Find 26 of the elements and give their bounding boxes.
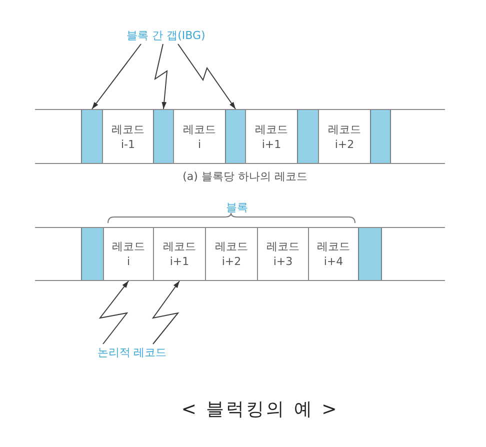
record-label: 레코드 i	[112, 239, 145, 269]
leader-arrow	[154, 44, 168, 110]
gap-bar	[81, 110, 103, 163]
record-label: 레코드 i+2	[215, 239, 248, 269]
record-label: 레코드 i+3	[266, 239, 300, 269]
callout-text: 논리적 레코드	[90, 346, 174, 360]
figure-caption: < 블럭킹의 예 >	[180, 399, 340, 422]
gap-bar	[225, 110, 246, 163]
leader-arrow	[92, 44, 142, 110]
record-label: 레코드 i+2	[328, 122, 361, 152]
gap-bar	[81, 228, 104, 280]
callout-text: 블록 간 갭(IBG)	[116, 29, 216, 42]
record-label: 레코드 i+4	[317, 239, 350, 269]
record-label: 레코드 i	[183, 122, 216, 152]
leader-arrow	[178, 44, 236, 110]
brace-label: 블록	[225, 201, 249, 214]
record-label: 레코드 i-1	[112, 122, 144, 152]
record-label: 레코드 i+1	[255, 122, 288, 152]
gap-bar	[370, 110, 391, 163]
gap-bar	[297, 110, 319, 163]
gap-bar	[153, 110, 174, 163]
leader-arrow	[98, 280, 129, 344]
subfigure-caption: (a) 블록당 하나의 레코드	[182, 170, 308, 184]
record-label: 레코드 i+1	[163, 239, 196, 269]
leader-arrow	[152, 280, 180, 344]
gap-bar	[358, 228, 382, 280]
